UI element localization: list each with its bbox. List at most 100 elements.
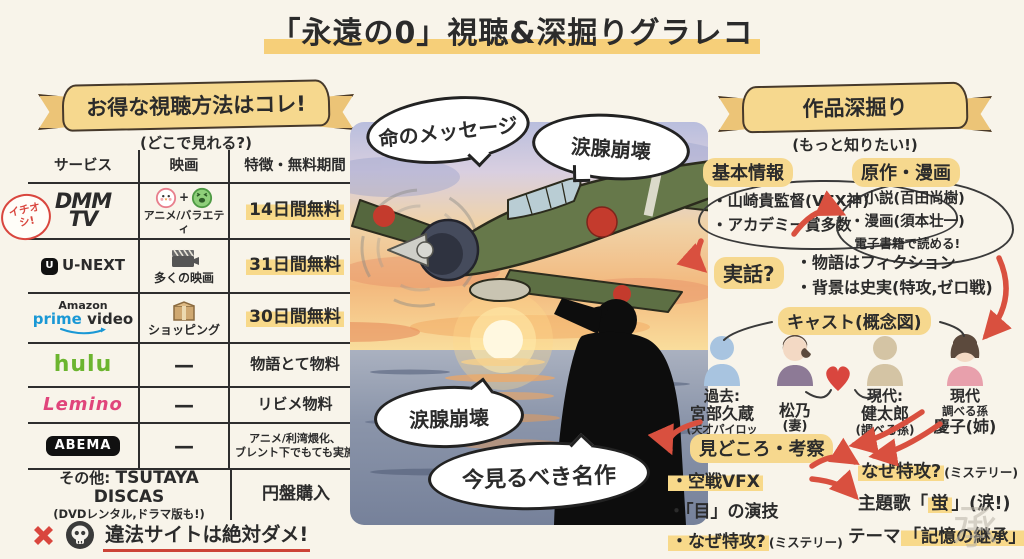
dmm-logo-bottom: TV — [68, 207, 99, 231]
cast-label: キャスト(概念図) — [778, 307, 931, 335]
cast-line: 慶子(姉) — [933, 417, 997, 437]
insight-text: ・なぜ特攻? — [668, 531, 769, 552]
bubble-text: 涙腺崩壊 — [570, 133, 652, 164]
service-logo-abema: ABEMA — [28, 424, 138, 470]
unext-mark-icon: U — [40, 257, 58, 275]
tsutaya-discas: TSUTAYA DISCAS — [93, 467, 199, 508]
theme-highlight: 蛍 — [928, 494, 952, 515]
cast-label-keiko: 現代 調べる孫 慶子(姉) — [929, 387, 1001, 437]
watch-banner-sub: (どこで見れる?) — [140, 134, 252, 152]
theme-item: 主題歌「蛍」(涙!) — [858, 488, 1024, 520]
cast-line: (調べる孫) — [855, 422, 915, 437]
dmm-logo-top: DMM — [54, 189, 112, 214]
service-logo-prime-video: Amazon prime video — [28, 294, 138, 344]
cast-line: 現代 — [949, 387, 980, 405]
dmm-note-text: 14日間無料 — [246, 201, 344, 221]
cast-line: (妻) — [782, 419, 808, 435]
page-title: 「永遠の0」視聴&深掘りグラレコ — [0, 8, 1024, 54]
cast-line: 現代: — [867, 387, 903, 405]
amazon-text: Amazon — [58, 298, 108, 312]
movie-cell-dmm: + アニメ/バラエティ — [138, 184, 230, 240]
clapperboard-icon — [172, 249, 199, 267]
hulu-note: 物語とて物料 — [230, 344, 360, 388]
original-item: ・漫画(須本壮一) — [850, 214, 965, 231]
bubble-text: 命のメッセージ — [377, 112, 519, 151]
page-title-text: 「永遠の0」視聴&深掘りグラレコ — [264, 16, 760, 54]
ebook-note: 電子書籍で読める! — [854, 236, 961, 252]
insight-text: ・「目」の演技 — [668, 501, 779, 522]
basic-info-label: 基本情報 — [703, 158, 793, 187]
unext-note-text: 31日間無料 — [246, 256, 344, 276]
cast-line: 宮部久蔵 — [689, 404, 754, 424]
service-logo-hulu: hulu — [28, 344, 138, 388]
insight-item: ・なぜ特攻?(ミステリー) — [668, 528, 843, 558]
service-logo-unext: U U-NEXT — [28, 240, 138, 294]
prime-note-text: 30日間無料 — [246, 308, 344, 328]
movie-cell-abema: — — [138, 424, 230, 470]
skull-icon — [66, 521, 94, 549]
service-logo-dmm-tv: DMM TV — [28, 184, 138, 240]
other-prefix: その他: — [59, 468, 111, 487]
zero-fighter-plane — [351, 141, 708, 313]
cast-label-kentaro: 現代: 健太郎 (調べる孫) — [849, 387, 921, 437]
original-item: ・小説(百田尚樹) — [850, 191, 965, 207]
true-story-item: ・背景は史実(特攻,ゼロ戦) — [796, 277, 993, 297]
original-works-label: 原作・漫画 — [852, 158, 960, 187]
movie-cell-lemino: — — [138, 388, 230, 424]
theme-text: テーマ — [848, 526, 901, 547]
cast-line: 松乃 — [778, 401, 811, 420]
watch-banner: お得な視聴方法はコレ! (どこで見れる?) — [38, 79, 354, 153]
col-header-feature: 特徴・無料期間 — [230, 150, 360, 184]
col-header-service: サービス — [28, 150, 138, 184]
true-story-items: ・物語はフィクション ・背景は史実(特攻,ゼロ戦) — [796, 251, 993, 301]
service-logo-lemino: Lemino — [28, 388, 138, 424]
theme-item: テーマ「記憶の継承」 — [848, 521, 1024, 553]
insights-list: ・空戦VFX ・「目」の演技 ・なぜ特攻?(ミステリー) — [668, 468, 843, 557]
deepdive-banner-title: 作品深掘り — [741, 81, 969, 134]
cast-line: 健太郎 — [860, 404, 909, 424]
bubble-text: 涙腺崩壊 — [408, 405, 490, 432]
plus-sign: + — [178, 189, 190, 204]
other-note: 円盤購入 — [230, 470, 360, 520]
dmm-note: 14日間無料 — [230, 184, 360, 240]
theme-text: 」(涙!) — [951, 494, 1011, 515]
amazon-smile-icon — [60, 327, 106, 335]
cast-label-miyabe: 過去: 宮部久蔵 (天才パイロット) — [686, 387, 758, 449]
insight-subtext: (ミステリー) — [768, 534, 843, 550]
cast-figure-kentaro — [867, 336, 903, 386]
deepdive-banner: 作品深掘り (もっと知りたい!) — [718, 81, 992, 155]
other-services-cell: その他: TSUTAYA DISCAS (DVDレンタル,ドラマ版も!) — [28, 467, 230, 521]
original-works-items: ・小説(百田尚樹) ・漫画(須本壮一) 電子書籍で読める! — [850, 188, 965, 254]
cast-line: 過去: — [704, 387, 740, 405]
themes-list: なぜ特攻?(ミステリー) 主題歌「蛍」(涙!) テーマ「記憶の継承」 — [848, 456, 1024, 553]
cast-line: 調べる孫 — [942, 404, 988, 419]
true-story-label: 実話? — [714, 257, 784, 289]
unext-logo-text: U-NEXT — [61, 256, 125, 275]
cast-figure-matsuno — [777, 335, 813, 386]
prime-movie-label: ショッピング — [147, 322, 220, 337]
true-story-item: ・物語はフィクション — [796, 253, 956, 272]
dmm-movie-label: アニメ/バラエティ — [143, 208, 225, 235]
warning-text: 違法サイトは絶対ダメ! — [103, 518, 311, 552]
theme-item: なぜ特攻?(ミステリー) — [858, 456, 1024, 488]
insights-label: 見どころ・考察 — [690, 434, 834, 463]
warning-row: 違法サイトは絶対ダメ! — [30, 518, 311, 552]
theme-highlight: 「記憶の継承」 — [900, 526, 1024, 547]
abema-note-line2: ブレント下でもても実施 — [234, 446, 355, 459]
streaming-table: サービス 映画 特徴・無料期間 DMM TV + — [28, 150, 360, 521]
deepdive-banner-sub: (もっと知りたい!) — [792, 136, 918, 154]
watch-banner-title: お得な視聴方法はコレ! — [61, 79, 331, 132]
penguin-icon — [155, 187, 177, 208]
theme-subtext: (ミステリー) — [944, 465, 1019, 480]
heart-icon — [826, 366, 850, 391]
other-sub: (DVDレンタル,ドラマ版も!) — [53, 506, 205, 521]
insight-item: ・空戦VFX — [668, 468, 843, 498]
col-header-movie: 映画 — [138, 150, 230, 184]
insight-text: ・空戦VFX — [668, 472, 763, 492]
unext-movie-label: 多くの映画 — [153, 270, 214, 285]
theme-text: なぜ特攻? — [858, 462, 945, 482]
cast-figure-keiko — [947, 334, 983, 386]
smiley-icon — [191, 187, 213, 208]
theme-text: 主題歌「 — [858, 494, 928, 515]
